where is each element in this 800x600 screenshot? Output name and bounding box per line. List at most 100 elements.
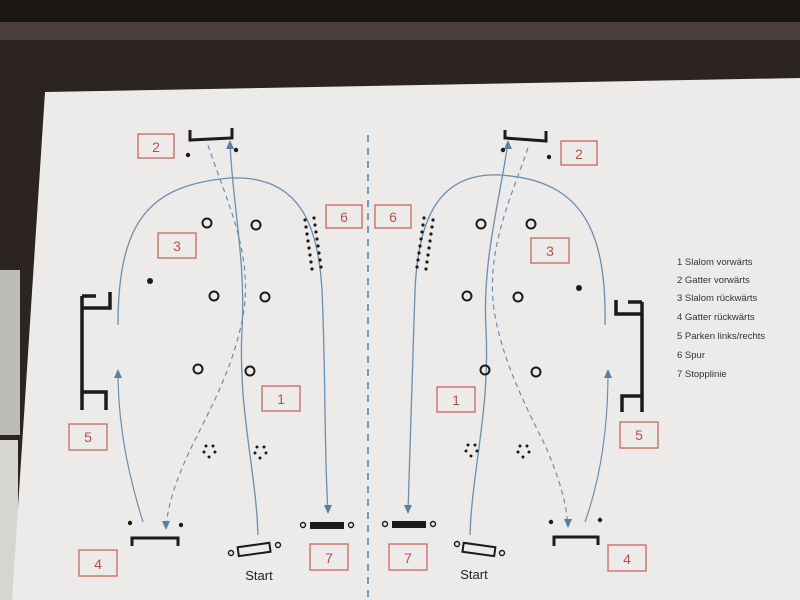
left-course: 2 3 6 1 5 4 7 Start [68, 128, 363, 583]
shelf-edge [0, 22, 800, 40]
gate-post [597, 517, 603, 523]
station-box [560, 140, 598, 166]
cone [525, 218, 537, 230]
cone [147, 278, 153, 284]
station-number: 6 [340, 209, 348, 225]
cone [201, 217, 213, 229]
left-strip-lower [0, 440, 18, 600]
stop-line [299, 521, 355, 529]
station-box [68, 423, 108, 451]
dot-cluster [464, 443, 479, 458]
arrow-head [226, 140, 234, 149]
left-reverse-path [165, 144, 247, 529]
legend: 1 Slalom vorwärts 2 Gatter vorwärts 3 Sl… [677, 257, 765, 380]
gate-post [185, 152, 191, 158]
cone [479, 364, 491, 376]
arrow-head [604, 369, 612, 378]
cone [512, 291, 524, 303]
gate-post [233, 147, 239, 153]
cone [208, 290, 220, 302]
station-box [157, 232, 197, 259]
gate-reverse-bar [552, 535, 600, 546]
cone [576, 285, 582, 291]
cone [192, 363, 204, 375]
station-number: 7 [325, 550, 333, 566]
right-reverse-path [491, 147, 569, 527]
station-box [530, 237, 570, 264]
station-box [261, 385, 301, 412]
cone [244, 365, 256, 377]
right-park-path [584, 371, 609, 523]
wall-top [0, 0, 800, 22]
gate-forward-bar [503, 130, 548, 143]
station-number: 5 [635, 427, 643, 443]
arrow-head [404, 505, 412, 514]
right-slalom-path [469, 141, 509, 536]
station-box [137, 133, 175, 159]
parking-bay [614, 300, 644, 412]
station-number: 3 [546, 243, 554, 259]
station-box [436, 386, 476, 413]
left-slalom-path [229, 141, 259, 536]
gate-post [546, 154, 552, 160]
gate-forward-bar [188, 128, 234, 142]
legend-item: 1 Slalom vorwärts [677, 257, 753, 268]
gate-post [127, 520, 133, 526]
start-position [453, 540, 506, 558]
start-label: Start [460, 567, 488, 582]
start-position [227, 541, 282, 558]
dot-cluster [516, 444, 531, 459]
station-box [619, 421, 659, 449]
station-number: 1 [452, 392, 460, 408]
arrow-head [504, 140, 512, 149]
station-box [325, 204, 363, 229]
stop-line [381, 520, 437, 528]
lane-markers [303, 216, 323, 271]
arrow-head [564, 519, 572, 528]
station-box [607, 544, 647, 572]
station-box [309, 543, 349, 571]
arrow-head [114, 369, 122, 378]
station-number: 5 [84, 429, 92, 445]
legend-item: 5 Parken links/rechts [677, 331, 765, 342]
gate-post [500, 147, 506, 153]
left-strip [0, 270, 20, 435]
legend-item: 6 Spur [677, 350, 705, 361]
station-number: 3 [173, 238, 181, 254]
gate-post [548, 519, 554, 525]
cone [461, 290, 473, 302]
station-box [388, 543, 428, 571]
station-number: 6 [389, 209, 397, 225]
right-course: 2 3 6 1 5 4 7 Start [374, 130, 659, 582]
station-number: 2 [152, 139, 160, 155]
legend-item: 7 Stopplinie [677, 369, 727, 380]
cone [475, 218, 487, 230]
legend-item: 3 Slalom rückwärts [677, 293, 757, 304]
gate-reverse-bar [130, 536, 180, 546]
lane-markers [415, 216, 435, 271]
station-number: 7 [404, 550, 412, 566]
dot-cluster [253, 445, 268, 460]
right-loop-path [407, 174, 606, 513]
station-number: 4 [623, 551, 631, 567]
legend-item: 2 Gatter vorwärts [677, 275, 750, 286]
left-park-path [117, 371, 144, 523]
paper-sheet [12, 78, 800, 600]
station-number: 4 [94, 556, 102, 572]
start-label: Start [245, 568, 273, 583]
gate-post [178, 522, 184, 528]
cone [250, 219, 262, 231]
parking-bay [80, 292, 112, 410]
station-number: 2 [575, 146, 583, 162]
cone [259, 291, 271, 303]
station-box [78, 549, 118, 577]
legend-item: 4 Gatter rückwärts [677, 312, 755, 323]
dot-cluster [202, 444, 217, 459]
station-box [374, 204, 412, 229]
arrow-head [324, 505, 332, 514]
station-number: 1 [277, 391, 285, 407]
arrow-head [162, 521, 170, 530]
cone [530, 366, 542, 378]
left-loop-path [117, 177, 329, 513]
